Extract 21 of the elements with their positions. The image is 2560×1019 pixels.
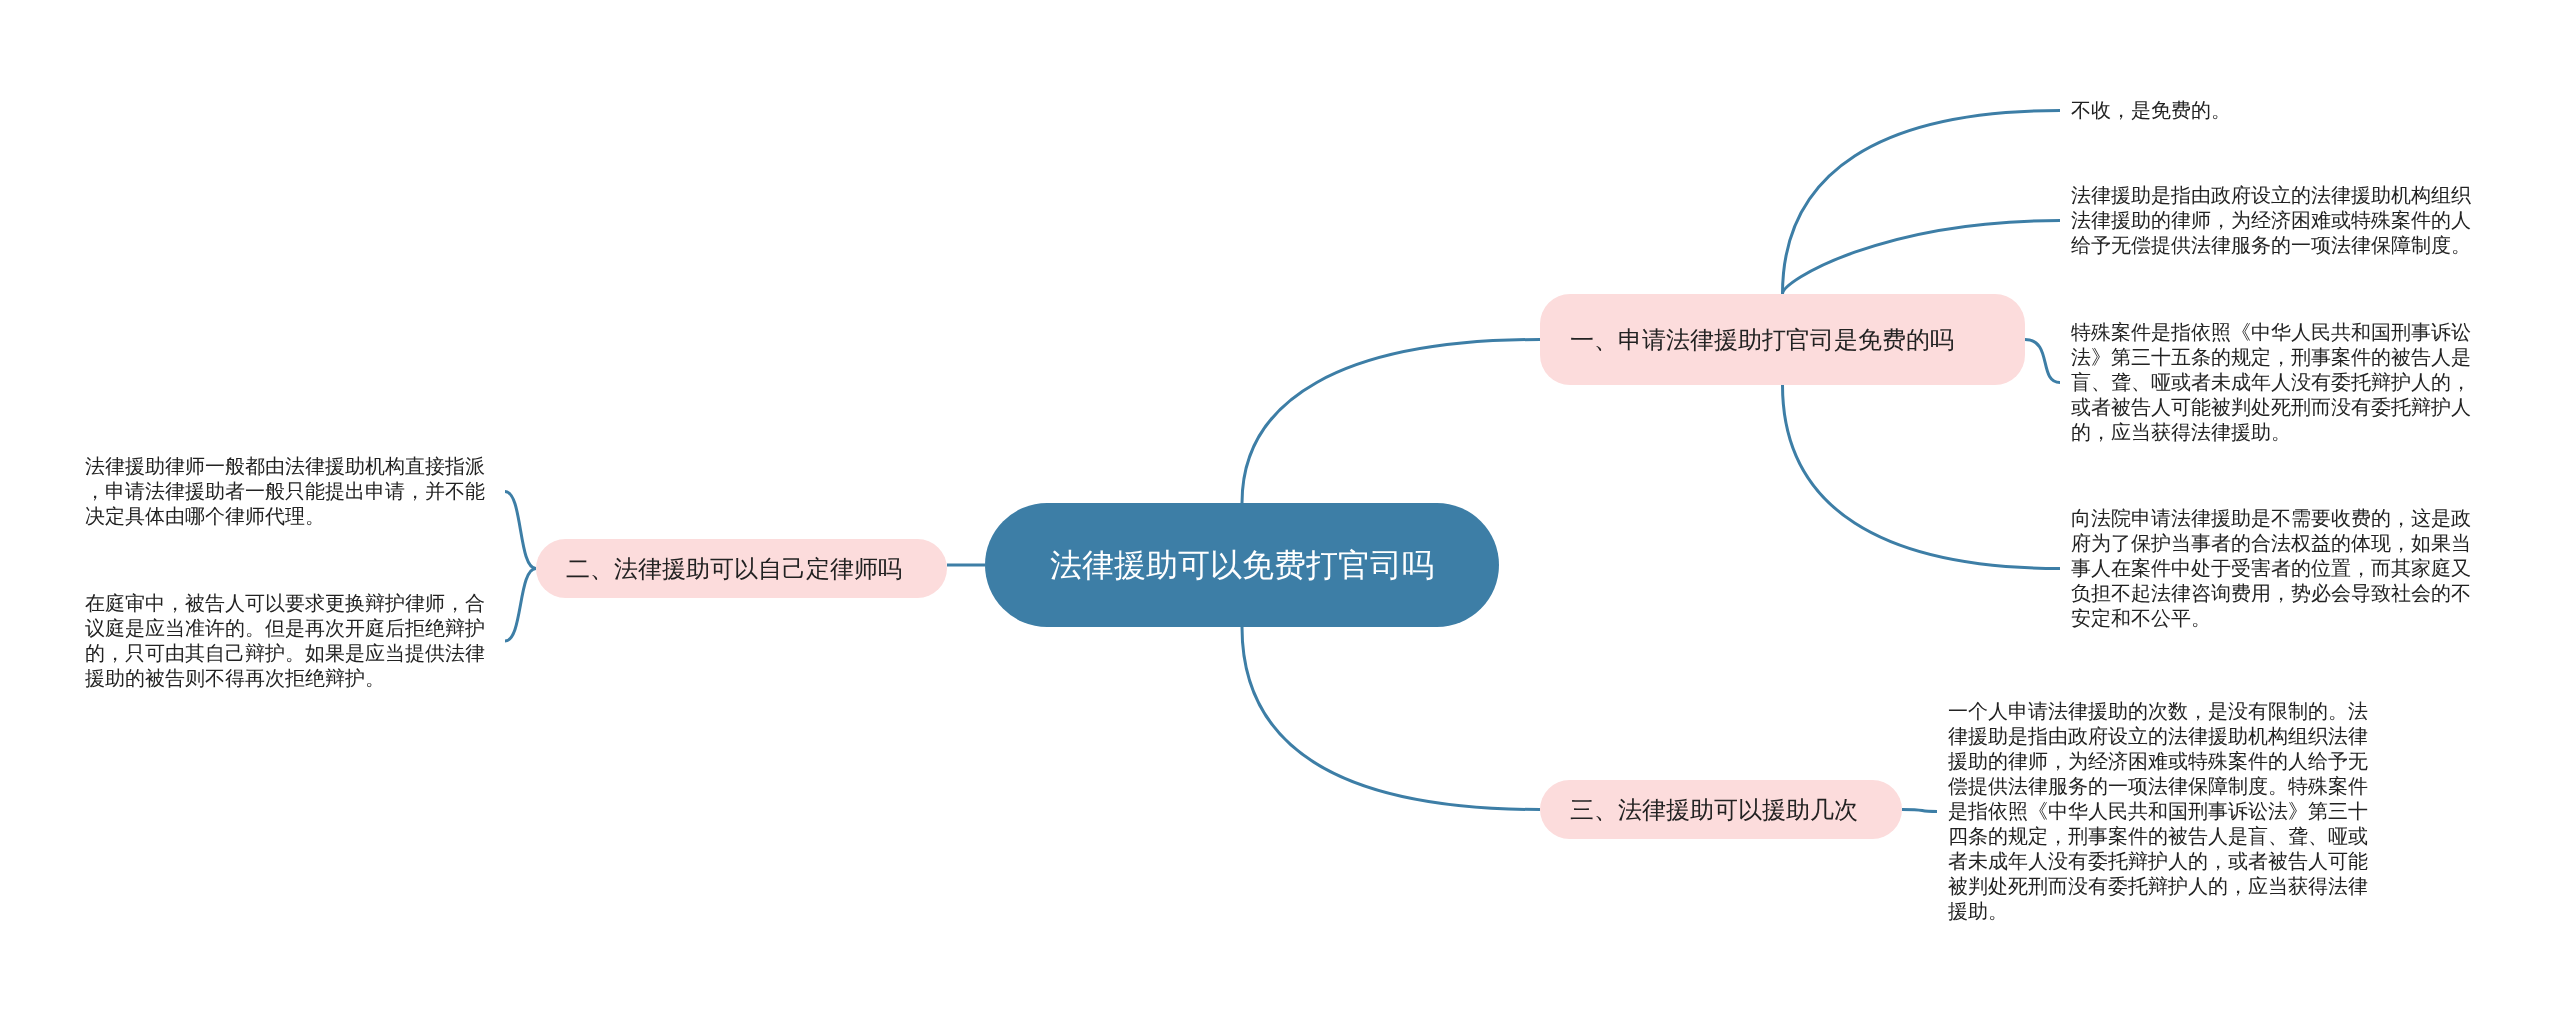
connector-line <box>947 563 985 567</box>
connector-line <box>1240 626 1541 811</box>
topic-box: 一、申请法律援助打官司是免费的吗 <box>1540 294 2025 385</box>
connector-line <box>1781 384 2061 570</box>
connector-line <box>504 567 537 643</box>
note-text: 一个人申请法律援助的次数，是没有限制的。法律援助是指由政府设立的法律援助机构组织法律援助的律师，为经济困难或特殊案件的人给予无偿提供法律服务的一项法律保障制度。特殊案件是指依照《中华人民共和国刑事诉讼法》第三十四条的规定，刑事案件的被告人是盲、聋、哑或者未成年人没有委托辩护人的，或者被告人可能被判处死刑而没有委托辩护人的，应当获得法律援助。 <box>1937 699 2377 924</box>
topic-box: 三、法律援助可以援助几次 <box>1540 780 1902 839</box>
note-text: 在庭审中，被告人可以要求更换辩护律师，合议庭是应当准许的。但是再次开庭后拒绝辩护的，只可由其自己辩护。如果是应当提供法律援助的被告则不得再次拒绝辩护。 <box>85 591 505 691</box>
connector-line <box>1240 338 1541 504</box>
connector-line <box>2024 338 2061 384</box>
connector-line <box>504 490 537 570</box>
connector-line <box>1781 109 2061 295</box>
note-text: 不收，是免费的。 <box>2060 98 2480 123</box>
root-topic: 法律援助可以免费打官司吗 <box>985 503 1499 627</box>
note-text: 特殊案件是指依照《中华人民共和国刑事诉讼法》第三十五条的规定，刑事案件的被告人是盲、聋、哑或者未成年人没有委托辩护人的，或者被告人可能被判处死刑而没有委托辩护人的，应当获得法律援助。 <box>2060 320 2480 445</box>
connector-line <box>1781 219 2061 295</box>
note-text: 法律援助是指由政府设立的法律援助机构组织法律援助的律师，为经济困难或特殊案件的人给予无偿提供法律服务的一项法律保障制度。 <box>2060 183 2480 258</box>
connector-line <box>1902 808 1937 813</box>
note-text: 向法院申请法律援助是不需要收费的，这是政府为了保护当事者的合法权益的体现，如果当事人在案件中处于受害者的位置，而其家庭又负担不起法律咨询费用，势必会导致社会的不安定和不公平。 <box>2060 506 2480 631</box>
topic-box: 二、法律援助可以自己定律师吗 <box>536 539 947 598</box>
note-text: 法律援助律师一般都由法律援助机构直接指派，申请法律援助者一般只能提出申请，并不能决定具体由哪个律师代理。 <box>85 454 505 529</box>
